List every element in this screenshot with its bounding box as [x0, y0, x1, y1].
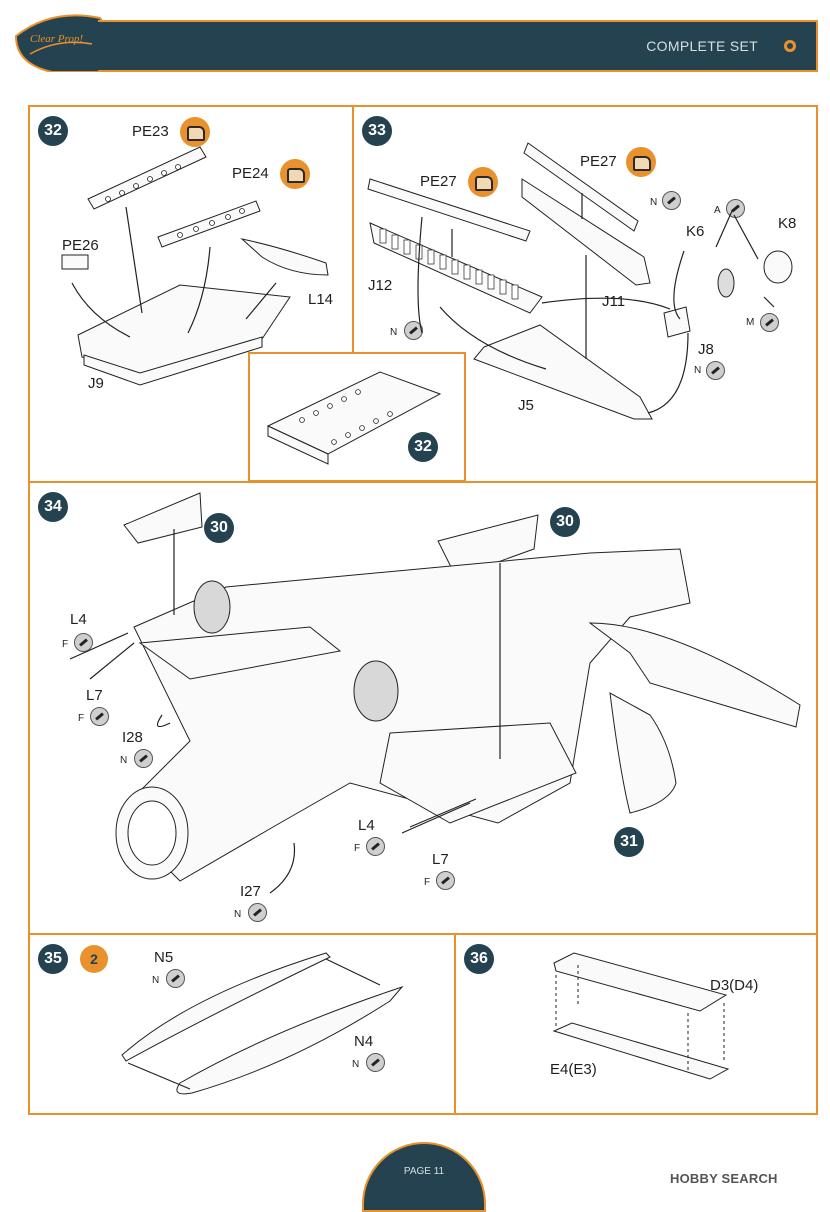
part-label-j5: J5	[518, 397, 534, 414]
glue-icon	[90, 707, 109, 726]
glue-icon	[706, 361, 725, 380]
part-label-j9: J9	[88, 375, 104, 392]
glue-icon	[74, 633, 93, 652]
step-number: 34	[38, 492, 68, 522]
part-label-pe26: PE26	[62, 237, 99, 254]
part-label-e4: E4(E3)	[550, 1061, 597, 1078]
part-label-i27: I27	[240, 883, 261, 900]
glue-icon	[366, 1053, 385, 1072]
step-number: 32	[408, 432, 438, 462]
glue-icon	[366, 837, 385, 856]
glue-code: M	[746, 317, 755, 328]
glue-code: F	[62, 639, 69, 650]
part-label-pe24: PE24	[232, 165, 269, 182]
step-36-panel: 36 D3(D4) E4(E3)	[454, 933, 818, 1115]
part-label-n5: N5	[154, 949, 174, 966]
svg-text:Clear Prop!: Clear Prop!	[30, 33, 83, 45]
glue-code: N	[152, 975, 160, 986]
step-reference: 30	[550, 507, 580, 537]
glue-code: F	[78, 713, 85, 724]
part-label-l14: L14	[308, 291, 334, 308]
glue-code: N	[390, 327, 398, 338]
step-35-panel: 35 2 N5 N N4 N	[28, 933, 456, 1115]
step-34-panel: 34 30 30 31 L4 F L7 F I28 N L4 F L7 F I2…	[28, 481, 818, 935]
part-label-j12: J12	[368, 277, 393, 294]
glue-code: F	[354, 843, 361, 854]
step-reference: 30	[204, 513, 234, 543]
part-label-k8: K8	[778, 215, 797, 232]
glue-icon	[436, 871, 455, 890]
glue-code: F	[424, 877, 431, 888]
step-32-result-drawing	[266, 371, 442, 465]
step-reference: 31	[614, 827, 644, 857]
photo-etch-icon	[280, 159, 310, 189]
step-32-result-panel: 32	[248, 352, 466, 482]
part-label-pe23: PE23	[132, 123, 169, 140]
photo-etch-icon	[468, 167, 498, 197]
page-tab: PAGE 11	[362, 1142, 486, 1212]
step-34-aircraft-drawing	[69, 492, 801, 894]
glue-icon	[760, 313, 779, 332]
glue-icon	[134, 749, 153, 768]
step-33-drawing	[367, 142, 793, 420]
glue-code: N	[120, 755, 128, 766]
glue-icon	[166, 969, 185, 988]
photo-etch-icon	[626, 147, 656, 177]
glue-code: N	[694, 365, 702, 376]
glue-icon	[662, 191, 681, 210]
step-32-drawing	[61, 146, 329, 386]
glue-code: A	[714, 205, 721, 216]
glue-icon	[404, 321, 423, 340]
part-label-pe27: PE27	[420, 173, 457, 190]
header-bar: COMPLETE SET	[98, 20, 818, 72]
glue-code: N	[352, 1059, 360, 1070]
part-label-l7: L7	[432, 851, 449, 868]
part-label-l4: L4	[358, 817, 375, 834]
part-label-i28: I28	[122, 729, 143, 746]
part-label-n4: N4	[354, 1033, 374, 1050]
part-label-l4: L4	[70, 611, 87, 628]
photo-etch-icon	[180, 117, 210, 147]
step-35-drawing	[121, 952, 404, 1095]
part-label-pe27: PE27	[580, 153, 617, 170]
header-title: COMPLETE SET	[646, 38, 758, 54]
page-number: PAGE 11	[403, 1166, 445, 1177]
step-number: 32	[38, 116, 68, 146]
step-number: 35	[38, 944, 68, 974]
gear-icon	[784, 40, 796, 52]
step-number: 33	[362, 116, 392, 146]
part-label-j8: J8	[698, 341, 714, 358]
step-36-drawing	[552, 952, 730, 1080]
part-label-d3: D3(D4)	[710, 977, 759, 994]
step-32-panel: 32 PE23 PE24 PE26 L14 J9	[28, 105, 354, 483]
part-label-l7: L7	[86, 687, 103, 704]
option-badge: 2	[80, 945, 108, 973]
step-number: 36	[464, 944, 494, 974]
glue-code: N	[234, 909, 242, 920]
part-label-k6: K6	[686, 223, 705, 240]
hobby-search-watermark: HOBBY SEARCH	[670, 1171, 778, 1186]
header: Clear Prop! COMPLETE SET	[12, 14, 818, 72]
clear-prop-logo: Clear Prop!	[14, 14, 104, 72]
glue-code: N	[650, 197, 658, 208]
glue-icon	[248, 903, 267, 922]
part-label-j11: J11	[602, 293, 626, 310]
